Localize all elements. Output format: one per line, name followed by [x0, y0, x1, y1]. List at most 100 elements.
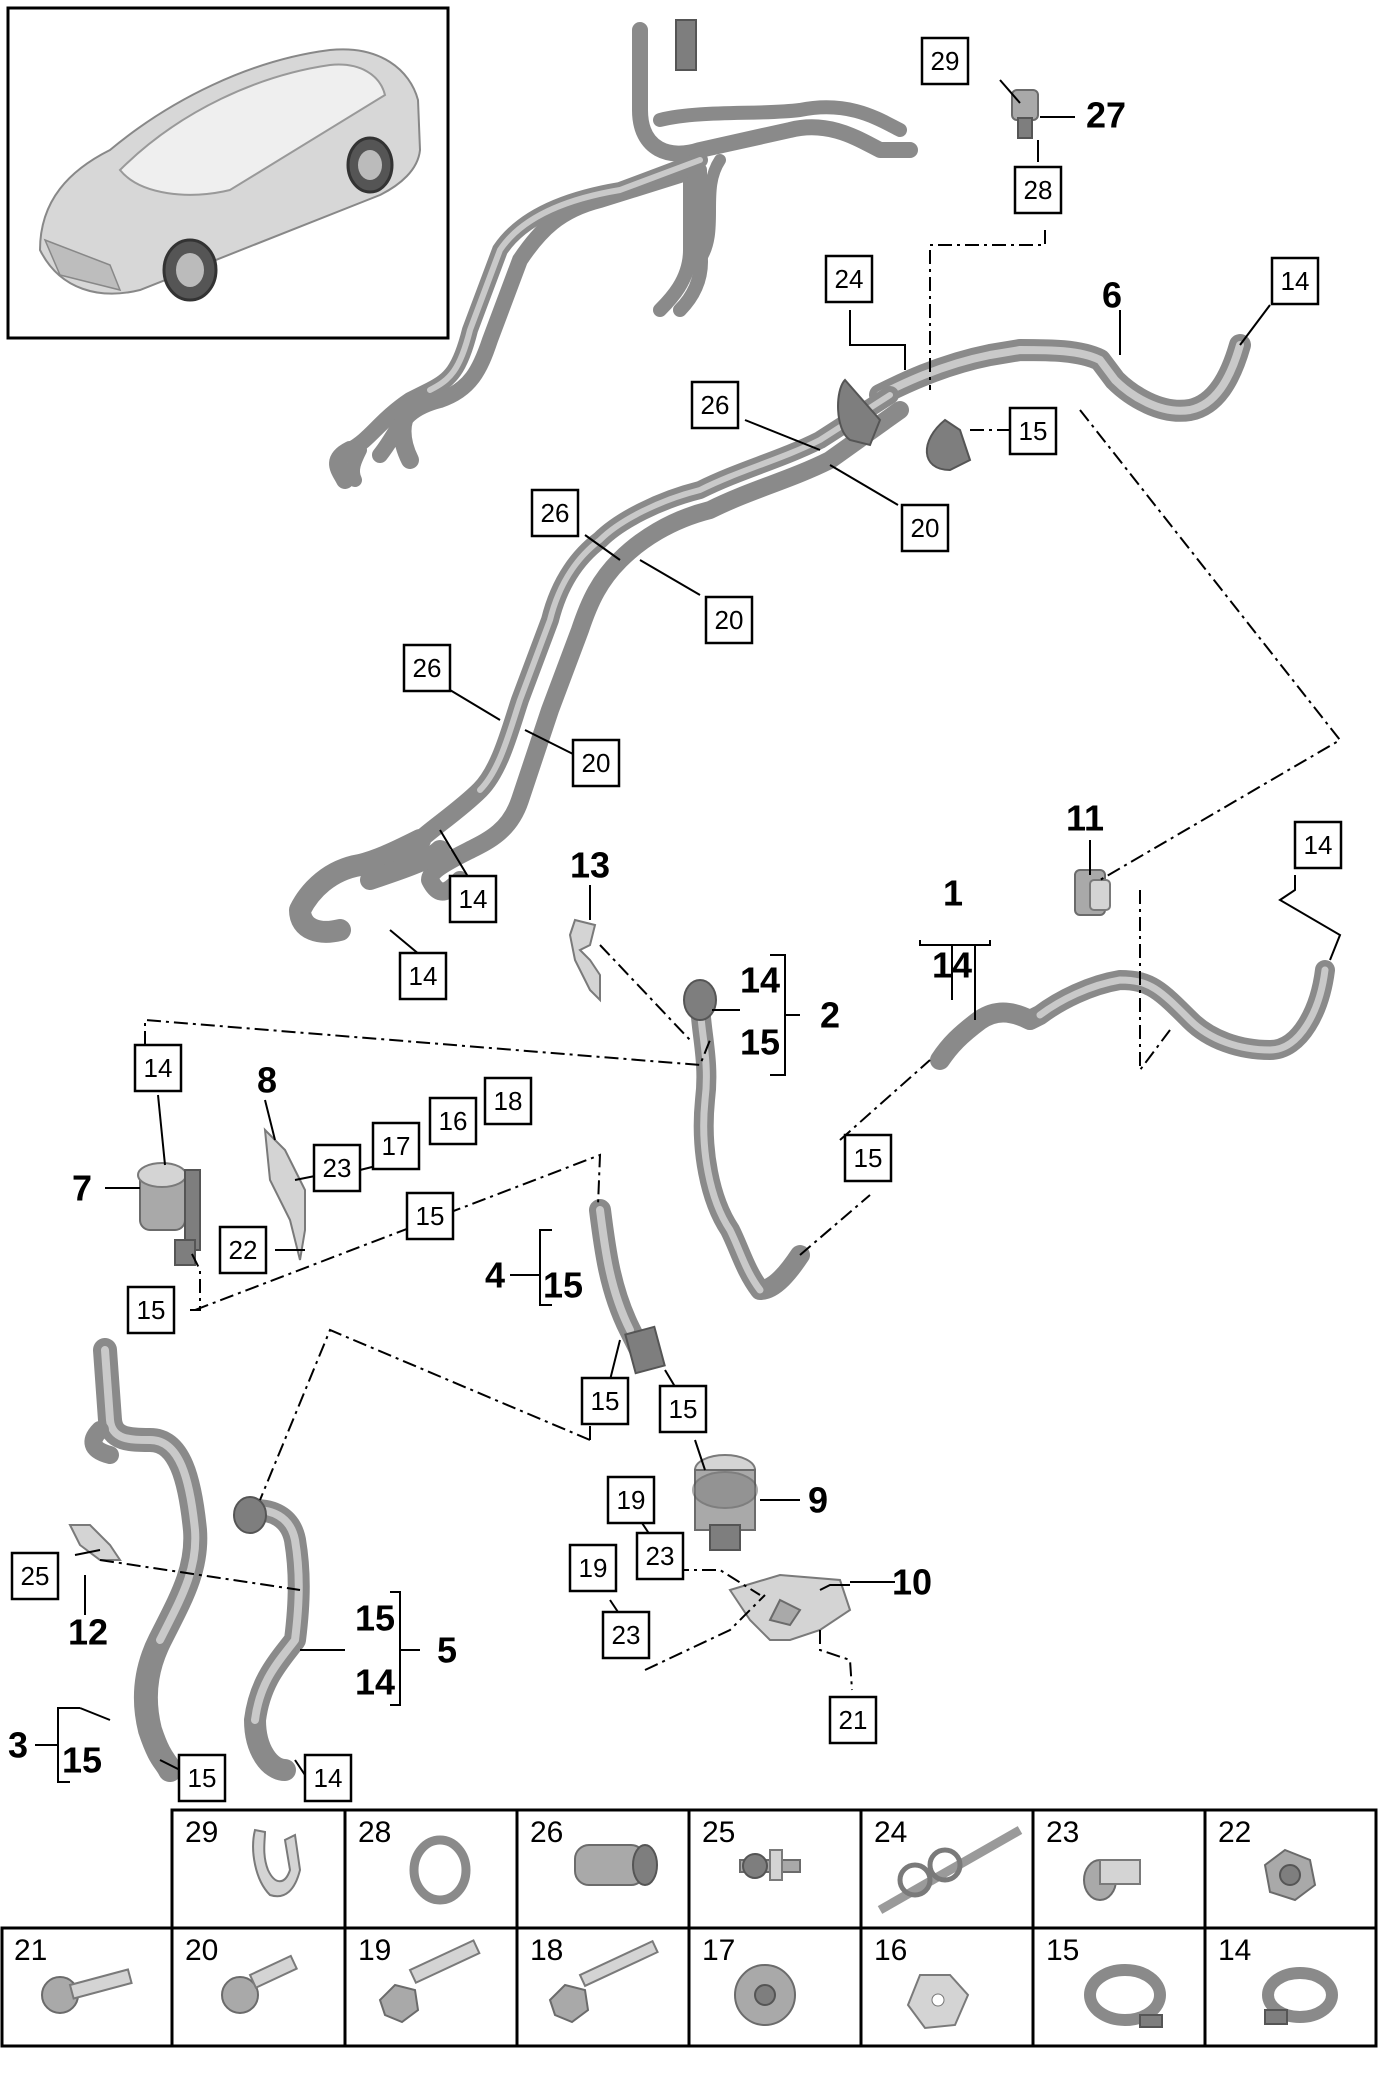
hose-assembly-upper: [329, 19, 918, 489]
callout-23-c: 23: [601, 1610, 651, 1660]
svg-text:14: 14: [314, 1763, 343, 1793]
hose-5: [233, 1496, 310, 1781]
svg-text:19: 19: [579, 1553, 608, 1583]
svg-text:23: 23: [323, 1153, 352, 1183]
part-26-sleeve-icon: [574, 1844, 658, 1886]
callout-5: 5: [437, 1630, 457, 1671]
table-cell-21: 21: [14, 1934, 47, 1967]
svg-text:15: 15: [416, 1201, 445, 1231]
callout-4: 4: [485, 1255, 505, 1296]
svg-text:15: 15: [854, 1143, 883, 1173]
svg-text:20: 20: [911, 513, 940, 543]
svg-text:26: 26: [701, 390, 730, 420]
callout-24: 24: [824, 254, 874, 304]
callout-15-f: 15: [658, 1384, 708, 1434]
callout-20-a: 20: [900, 503, 950, 553]
callout-20-b: 20: [704, 595, 754, 645]
svg-text:17: 17: [382, 1131, 411, 1161]
callout-3: 3: [8, 1725, 28, 1766]
svg-text:20: 20: [715, 605, 744, 635]
callout-28: 28: [1013, 165, 1063, 215]
svg-text:15: 15: [669, 1394, 698, 1424]
part-17-grommet-icon: [734, 1964, 796, 2026]
callout-15-c: 15: [843, 1133, 893, 1183]
table-cell-19: 19: [358, 1934, 391, 1967]
sensor-27: [1011, 89, 1039, 139]
part-18-bolt-icon: [548, 1939, 659, 2024]
part-19-bolt-icon: [378, 1939, 481, 2024]
part-23-rivet-icon: [1083, 1859, 1141, 1901]
callout-16: 16: [428, 1096, 478, 1146]
hose-6-and-20: [289, 334, 1251, 943]
callout-27: 27: [1086, 95, 1126, 136]
svg-text:18: 18: [494, 1086, 523, 1116]
callout-15-a: 15: [1008, 406, 1058, 456]
part-22-nut-icon: [1263, 1848, 1317, 1902]
callout-13: 13: [570, 845, 610, 886]
callout-2: 2: [820, 995, 840, 1036]
callout-1-14: 14: [932, 945, 972, 986]
svg-text:16: 16: [439, 1106, 468, 1136]
svg-text:14: 14: [409, 961, 438, 991]
table-cell-28: 28: [358, 1816, 391, 1849]
callout-29: 29: [920, 36, 970, 86]
svg-text:26: 26: [541, 498, 570, 528]
callout-26-c: 26: [402, 643, 452, 693]
parts-table: 29 28 26 25 24 23 22 21 20 19 18 17 16 1…: [0, 1808, 1378, 2048]
hose-4: [589, 1199, 666, 1375]
bracket-10: [728, 1573, 852, 1641]
callout-11: 11: [1066, 798, 1104, 839]
table-cell-23: 23: [1046, 1816, 1079, 1849]
table-cell-22: 22: [1218, 1816, 1251, 1849]
bracket-12: [68, 1524, 122, 1561]
part-24-cable-tie-icon: [877, 1826, 1023, 1914]
svg-text:14: 14: [144, 1053, 173, 1083]
callout-15-g: 15: [177, 1753, 227, 1803]
callout-26-b: 26: [530, 488, 580, 538]
callout-2-15: 15: [740, 1022, 780, 1063]
svg-text:14: 14: [459, 884, 488, 914]
table-cell-18: 18: [530, 1934, 563, 1967]
callouts: 29 27 28 24 6 14 26 15 20 26 20 26 20 14…: [8, 36, 1343, 1803]
part-15-hose-clamp-icon: [1084, 1964, 1166, 2028]
callout-14-b: 14: [448, 874, 498, 924]
callout-23-a: 23: [312, 1143, 362, 1193]
valve-9: [692, 1454, 758, 1551]
hose-3: [84, 1338, 208, 1782]
svg-text:23: 23: [646, 1541, 675, 1571]
table-cell-25: 25: [702, 1816, 735, 1849]
bracket-11: [1074, 869, 1111, 916]
callout-18: 18: [483, 1076, 533, 1126]
callout-6: 6: [1102, 275, 1122, 316]
svg-text:15: 15: [188, 1763, 217, 1793]
svg-text:24: 24: [835, 264, 864, 294]
callout-15-d: 15: [126, 1285, 176, 1335]
callout-14-c: 14: [398, 951, 448, 1001]
callout-26-a: 26: [690, 380, 740, 430]
svg-text:15: 15: [137, 1295, 166, 1325]
table-cell-20: 20: [185, 1934, 218, 1967]
callout-15-e: 15: [580, 1376, 630, 1426]
callout-25: 25: [10, 1551, 60, 1601]
callout-15-b: 15: [405, 1191, 455, 1241]
svg-text:14: 14: [1304, 830, 1333, 860]
svg-text:21: 21: [839, 1705, 868, 1735]
callout-7: 7: [72, 1168, 92, 1209]
part-21-screw-icon: [41, 1968, 133, 2014]
svg-text:20: 20: [582, 748, 611, 778]
pump-7: [137, 1162, 201, 1266]
callout-1: 1: [943, 873, 963, 914]
svg-text:28: 28: [1024, 175, 1053, 205]
callout-14-d: 14: [1293, 820, 1343, 870]
svg-text:19: 19: [617, 1485, 646, 1515]
table-cell-29: 29: [185, 1816, 218, 1849]
table-cell-14: 14: [1218, 1934, 1251, 1967]
callout-21: 21: [828, 1695, 878, 1745]
table-cell-17: 17: [702, 1934, 735, 1967]
callout-19-b: 19: [568, 1543, 618, 1593]
svg-text:15: 15: [591, 1386, 620, 1416]
leader-lines: [35, 79, 1342, 1783]
part-28-o-ring-icon: [409, 1835, 471, 1905]
vehicle-thumbnail: [6, 6, 450, 340]
